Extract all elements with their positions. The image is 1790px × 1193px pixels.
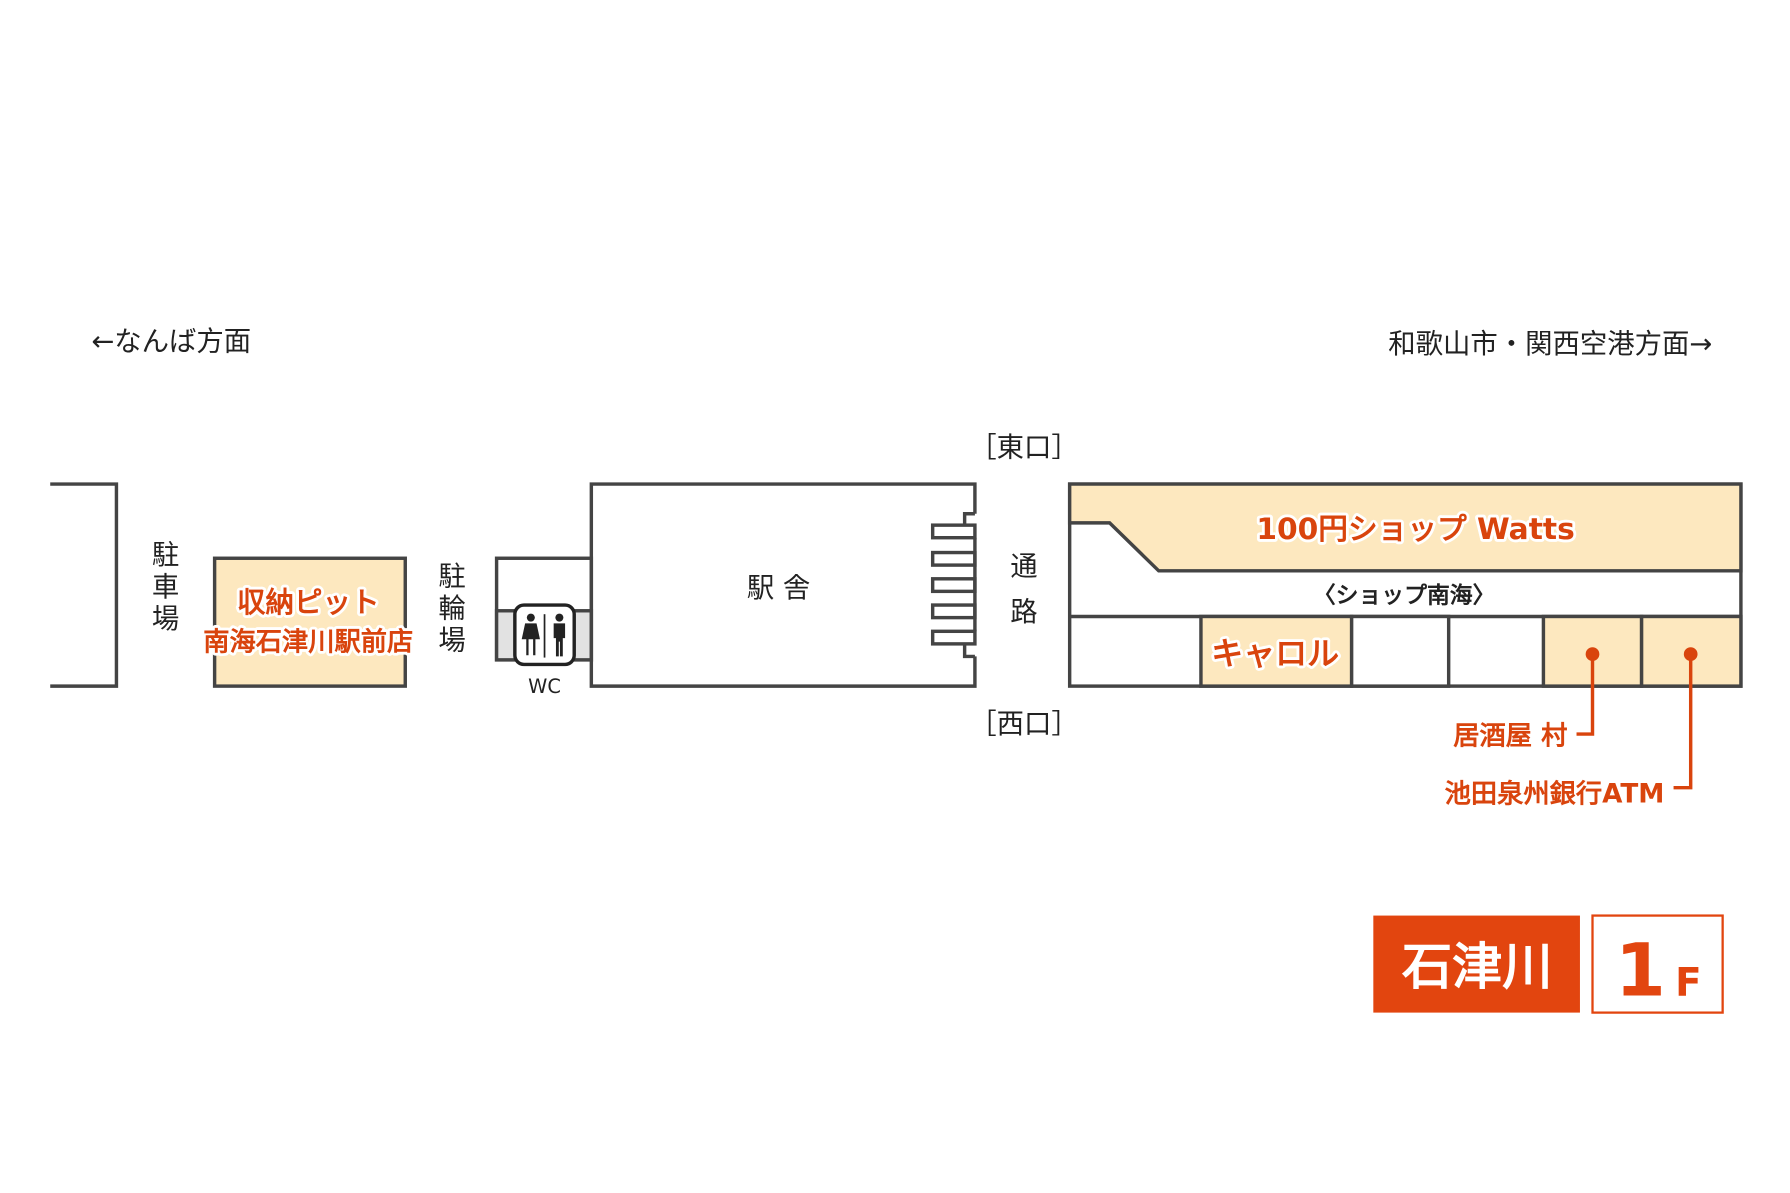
direction-namba: ←なんば方面 <box>91 326 251 357</box>
storage-pit-branch: 南海石津川駅前店 <box>203 627 413 658</box>
car-parking-char: 車 <box>152 572 179 603</box>
station-building-outline <box>589 482 977 688</box>
storage-pit-shop[interactable] <box>212 556 407 688</box>
east-exit-label: ［東口］ <box>969 433 1079 464</box>
car-parking-char: 駐 <box>152 540 179 571</box>
car-parking-label: 駐 車 場 <box>152 540 179 635</box>
passage-char: 路 <box>1010 597 1037 628</box>
car-parking-char: 場 <box>152 604 179 635</box>
bicycle-parking-char: 駐 <box>438 562 465 593</box>
passage-char: 通 <box>1010 551 1037 582</box>
restroom-icon[interactable] <box>513 603 576 667</box>
carol-name: キャロル <box>1211 634 1339 672</box>
bicycle-parking-char: 場 <box>438 626 465 657</box>
west-exit-label: ［西口］ <box>969 709 1079 740</box>
station-name-badge <box>1373 915 1580 1013</box>
floor-unit: F <box>1675 960 1702 1005</box>
ticket-gates <box>930 523 977 646</box>
left-building-outline <box>50 482 119 688</box>
storage-pit-name: 収納ピット <box>237 586 380 619</box>
bicycle-parking-char: 輪 <box>438 594 465 625</box>
watts-shop[interactable] <box>1067 482 1743 573</box>
atm-name: 池田泉州銀行ATM <box>1445 779 1665 810</box>
floor-number: 1 <box>1615 928 1666 1013</box>
izakaya-name: 居酒屋 村 <box>1453 721 1567 751</box>
station-name: 石津川 <box>1402 937 1553 996</box>
watts-name: 100円ショップ Watts <box>1256 511 1574 546</box>
wc-label: WC <box>528 675 561 698</box>
floor-badge <box>1591 914 1724 1014</box>
station-building-label: 駅 舎 <box>747 573 810 604</box>
direction-wakayama-kansai-airport: 和歌山市・関西空港方面→ <box>1388 329 1712 360</box>
bicycle-parking-label: 駐 輪 場 <box>438 562 465 657</box>
shop-nankai-label: 〈ショップ南海〉 <box>1313 582 1496 609</box>
vacant-stall <box>1349 614 1451 688</box>
